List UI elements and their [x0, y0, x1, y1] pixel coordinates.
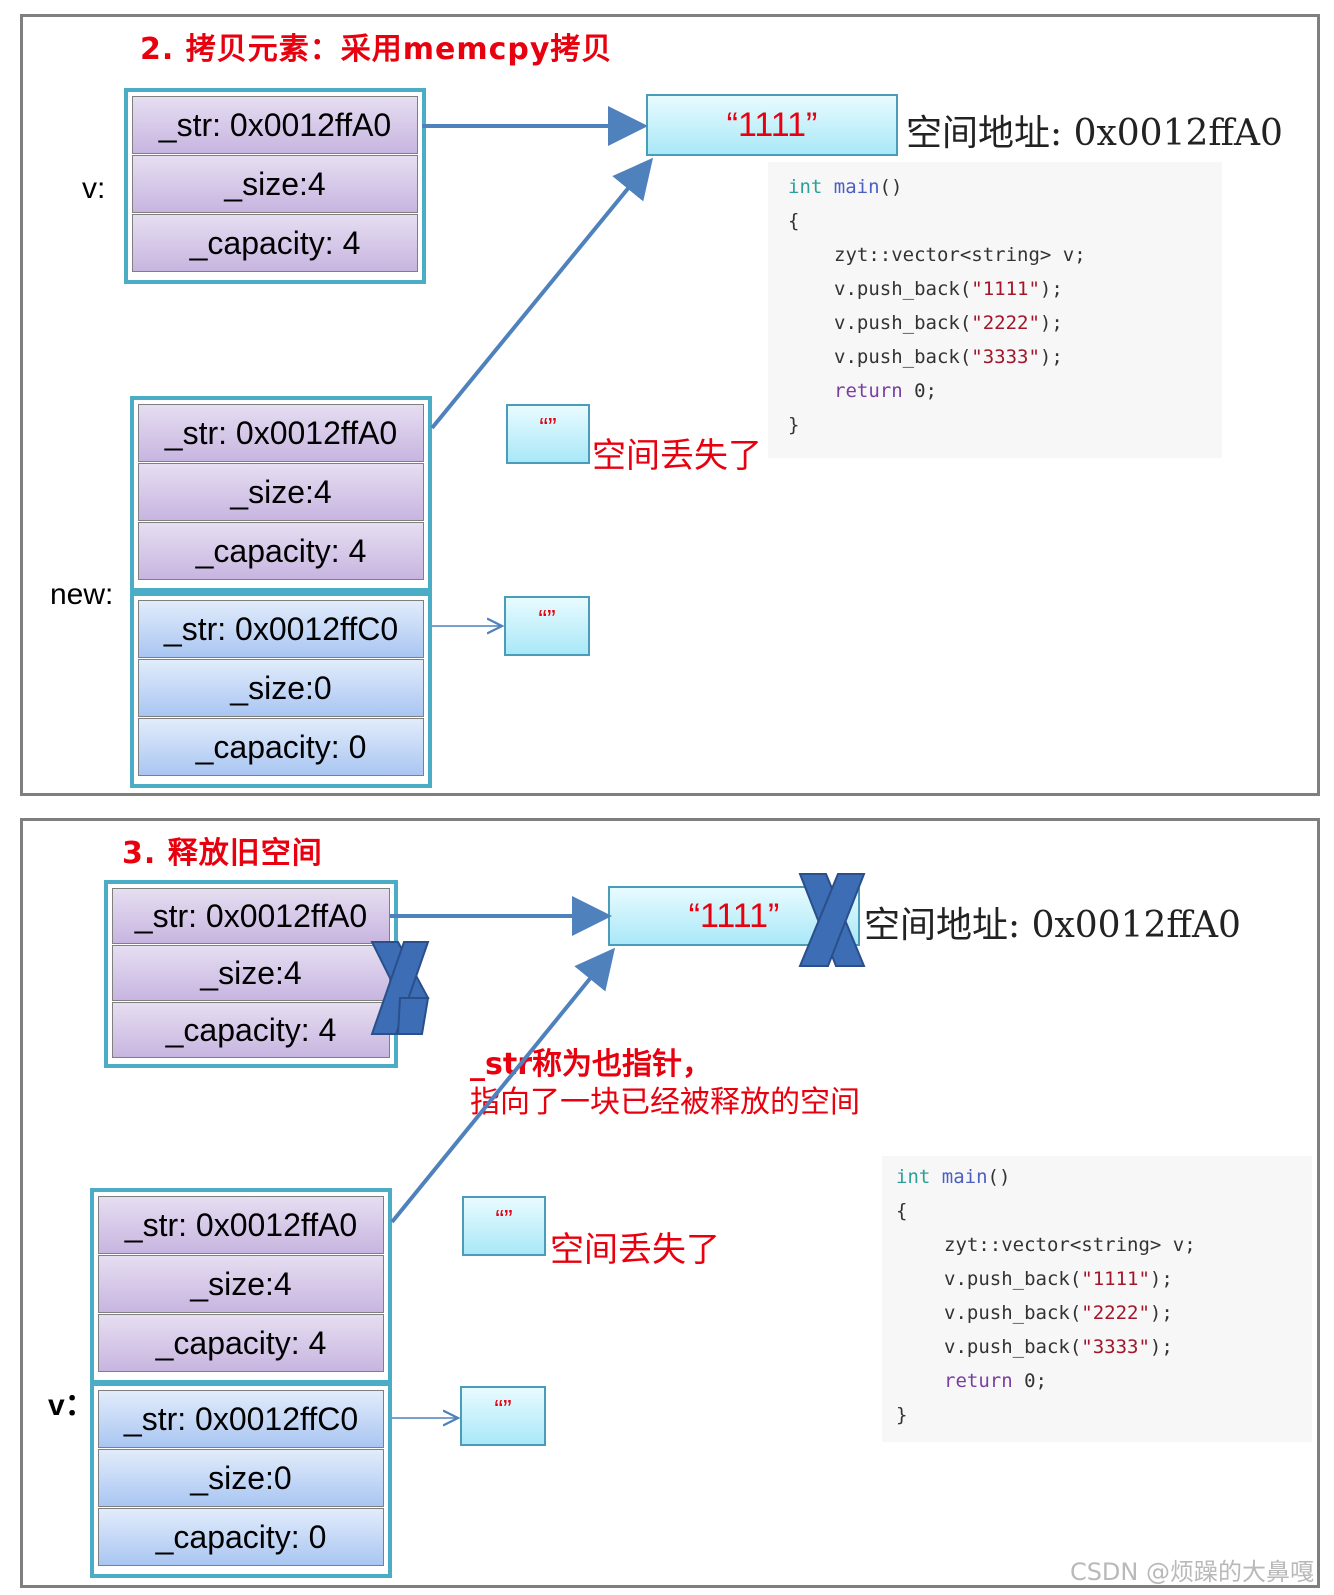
- capacity-cell: _capacity: 4: [112, 1002, 390, 1058]
- code-text: (): [987, 1166, 1011, 1188]
- code-keyword: int: [788, 176, 823, 198]
- code-line: {: [788, 210, 800, 232]
- size-cell: _size:0: [98, 1449, 384, 1507]
- space-address-label: 空间地址: 0x0012ffA0: [864, 905, 1241, 946]
- watermark: CSDN @烦躁的大鼻嘎: [1069, 1558, 1314, 1586]
- code-line: {: [896, 1200, 908, 1222]
- size-cell: _size:4: [138, 463, 424, 521]
- capacity-cell: _capacity: 4: [138, 522, 424, 580]
- new-struct-top: _str: 0x0012ffA0 _size:4 _capacity: 4: [130, 396, 432, 592]
- code-string: "3333": [1081, 1336, 1150, 1358]
- str-cell: _str: 0x0012ffA0: [132, 96, 418, 154]
- code-keyword: int: [896, 1166, 931, 1188]
- arrow-right-icon: [430, 157, 654, 430]
- code-snippet: int main() { zyt::vector<string> v; v.pu…: [768, 162, 1222, 458]
- code-func: main: [833, 176, 880, 198]
- v-struct: _str: 0x0012ffA0 _size:4 _capacity: 4: [124, 88, 426, 284]
- new-struct-bottom: _str: 0x0012ffC0 _size:0 _capacity: 0: [130, 592, 432, 788]
- panel2-title: 3. 释放旧空间: [122, 836, 323, 871]
- code-line: }: [788, 414, 800, 436]
- note-line: 指向了一块已经被释放的空间: [470, 1085, 860, 1120]
- code-text: 0;: [1012, 1370, 1047, 1392]
- empty-string-box: “”: [504, 596, 590, 656]
- empty-string-box: “”: [462, 1196, 546, 1256]
- code-text: );: [1039, 312, 1063, 334]
- code-text: v.push_back(: [834, 278, 972, 300]
- v-struct-bottom: _str: 0x0012ffC0 _size:0 _capacity: 0: [90, 1382, 392, 1578]
- code-string: "3333": [971, 346, 1040, 368]
- arrow-right-icon: [390, 947, 616, 1224]
- code-line: }: [896, 1404, 908, 1426]
- code-string: "2222": [971, 312, 1040, 334]
- empty-string-box: “”: [506, 404, 590, 464]
- code-keyword: return: [944, 1370, 1013, 1392]
- code-text: v.push_back(: [834, 346, 972, 368]
- panel1-title: 2. 拷贝元素：采用memcpy拷贝: [140, 32, 613, 67]
- new-label: new:: [50, 578, 114, 611]
- code-keyword: return: [834, 380, 903, 402]
- v-label: v:: [82, 172, 106, 205]
- code-line: zyt::vector<string> v;: [944, 1234, 1196, 1256]
- code-text: );: [1149, 1268, 1173, 1290]
- size-cell: _size:4: [132, 155, 418, 213]
- size-cell: _size:0: [138, 659, 424, 717]
- str-cell: _str: 0x0012ffA0: [98, 1196, 384, 1254]
- space-lost-label: 空间丢失了: [550, 1230, 720, 1270]
- code-snippet: int main() { zyt::vector<string> v; v.pu…: [882, 1156, 1312, 1442]
- code-text: );: [1149, 1336, 1173, 1358]
- v-label: v：: [48, 1389, 95, 1422]
- code-text: v.push_back(: [834, 312, 972, 334]
- cross-mark-icon: [370, 941, 430, 1035]
- old-struct: _str: 0x0012ffA0 _size:4 _capacity: 4: [104, 880, 398, 1068]
- string-1111-box: “1111”: [646, 94, 898, 156]
- code-text: v.push_back(: [944, 1302, 1082, 1324]
- code-line: zyt::vector<string> v;: [834, 244, 1086, 266]
- code-text: v.push_back(: [944, 1268, 1082, 1290]
- cross-mark-icon: [798, 873, 866, 967]
- capacity-cell: _capacity: 0: [138, 718, 424, 776]
- code-text: 0;: [902, 380, 937, 402]
- code-string: "2222": [1081, 1302, 1150, 1324]
- size-cell: _size:4: [112, 945, 390, 1001]
- code-string: "1111": [971, 278, 1040, 300]
- str-cell: _str: 0x0012ffC0: [138, 600, 424, 658]
- capacity-cell: _capacity: 4: [98, 1314, 384, 1372]
- code-text: v.push_back(: [944, 1336, 1082, 1358]
- space-address-label: 空间地址: 0x0012ffA0: [906, 113, 1283, 154]
- size-cell: _size:4: [98, 1255, 384, 1313]
- capacity-cell: _capacity: 0: [98, 1508, 384, 1566]
- str-cell: _str: 0x0012ffC0: [98, 1390, 384, 1448]
- capacity-cell: _capacity: 4: [132, 214, 418, 272]
- code-text: );: [1039, 278, 1063, 300]
- code-func: main: [941, 1166, 988, 1188]
- code-text: );: [1149, 1302, 1173, 1324]
- code-text: (): [879, 176, 903, 198]
- code-text: );: [1039, 346, 1063, 368]
- v-struct-top: _str: 0x0012ffA0 _size:4 _capacity: 4: [90, 1188, 392, 1384]
- empty-string-box: “”: [460, 1386, 546, 1446]
- space-lost-label: 空间丢失了: [592, 436, 762, 476]
- str-cell: _str: 0x0012ffA0: [138, 404, 424, 462]
- str-cell: _str: 0x0012ffA0: [112, 888, 390, 944]
- code-string: "1111": [1081, 1268, 1150, 1290]
